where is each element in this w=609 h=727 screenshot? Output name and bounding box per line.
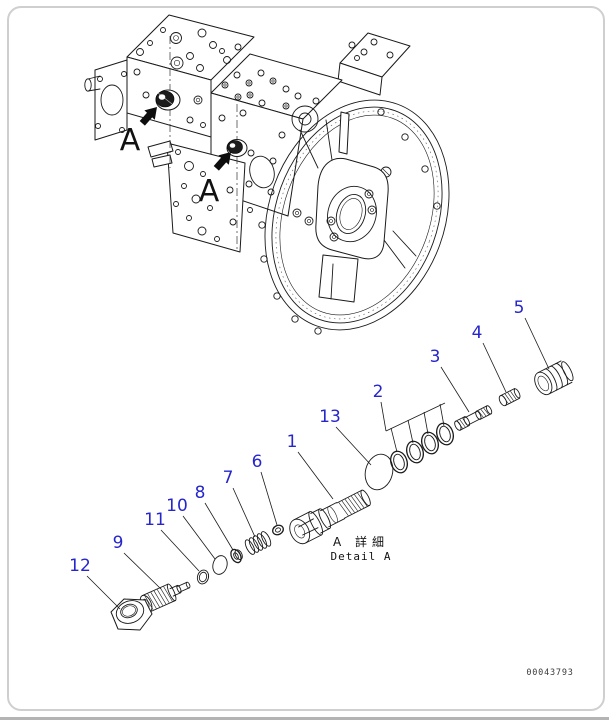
callout-leader-line bbox=[390, 427, 398, 453]
callout-leader-line bbox=[385, 402, 446, 432]
part-4-drawing bbox=[498, 388, 521, 407]
part-callout-13: 13 bbox=[319, 407, 341, 427]
part-callout-3: 3 bbox=[430, 347, 441, 367]
part-callout-8: 8 bbox=[195, 483, 206, 503]
part-callout-9: 9 bbox=[113, 533, 124, 553]
part-13-drawing bbox=[364, 453, 394, 491]
pump-assembly-drawing bbox=[84, 14, 450, 335]
detail-arrow-icon bbox=[139, 107, 157, 126]
callout-leader-line bbox=[182, 515, 216, 560]
part-callout-10: 10 bbox=[166, 496, 188, 516]
pump-block-left bbox=[84, 59, 128, 141]
part-callout-12: 12 bbox=[69, 556, 91, 576]
callout-leader-line bbox=[380, 401, 387, 432]
part-callout-7: 7 bbox=[223, 468, 234, 488]
valve-location-plug-2 bbox=[226, 139, 248, 157]
callout-leader-line bbox=[423, 411, 429, 435]
part-10-drawing bbox=[212, 555, 228, 575]
callout-leader-line bbox=[260, 471, 278, 526]
part-8-drawing bbox=[230, 548, 243, 564]
page-bottom-rule bbox=[0, 717, 609, 720]
detail-arrow-icon bbox=[213, 152, 231, 171]
view-marker-label: A bbox=[120, 123, 141, 158]
part-callout-11: 11 bbox=[144, 510, 166, 530]
callout-leader-line bbox=[407, 419, 414, 444]
valve-location-plug-1 bbox=[155, 89, 181, 111]
part-7-drawing bbox=[244, 531, 272, 555]
centerline bbox=[169, 36, 238, 252]
part-3-drawing bbox=[454, 405, 493, 431]
callout-leader-line bbox=[86, 575, 121, 610]
part-11-drawing bbox=[196, 569, 210, 585]
detail-caption-ja: A 詳細 bbox=[333, 534, 389, 549]
drawing-number: 00043793 bbox=[526, 668, 573, 678]
exploded-parts bbox=[110, 360, 574, 631]
part-1-drawing bbox=[289, 489, 371, 545]
callout-leader-line bbox=[297, 451, 334, 500]
detail-caption-en: Detail A bbox=[331, 550, 392, 563]
part-6-drawing bbox=[272, 524, 284, 536]
view-markers: AA bbox=[120, 123, 220, 209]
callout-leader-line bbox=[123, 552, 162, 590]
callout-leader-line bbox=[439, 403, 445, 427]
pump-block-top-right bbox=[337, 32, 411, 96]
callout-leader-line bbox=[524, 317, 550, 370]
callout-leader-line bbox=[160, 529, 200, 572]
part-callout-6: 6 bbox=[252, 452, 263, 472]
callout-leader-line bbox=[440, 366, 470, 413]
part-callout-5: 5 bbox=[514, 298, 525, 318]
part-callout-1: 1 bbox=[287, 432, 298, 452]
callout-leader-line bbox=[335, 426, 372, 466]
part-5-drawing bbox=[534, 360, 574, 396]
view-marker-label: A bbox=[199, 174, 220, 209]
callout-leader-line bbox=[482, 342, 507, 393]
part-callout-2: 2 bbox=[373, 382, 384, 402]
part-12-drawing bbox=[110, 598, 153, 631]
part-2-drawing bbox=[390, 422, 454, 474]
pump-block-lower bbox=[147, 140, 246, 253]
callout-leader-line bbox=[204, 502, 234, 551]
callout-leader-line bbox=[232, 487, 256, 538]
flywheel-flange bbox=[258, 99, 450, 335]
part-callout-4: 4 bbox=[472, 323, 483, 343]
